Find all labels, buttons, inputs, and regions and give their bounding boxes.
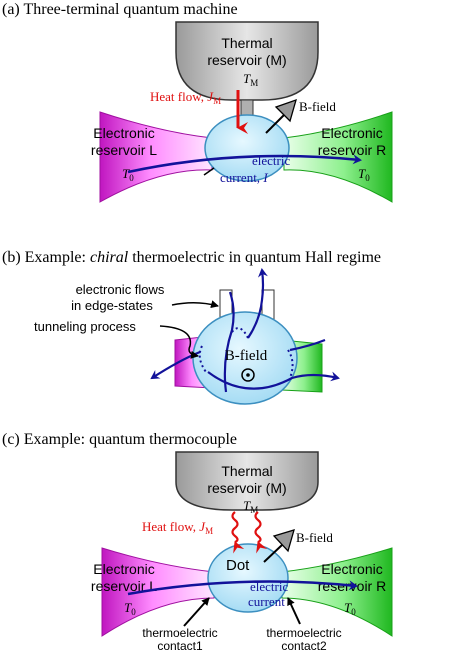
junction-mark-a bbox=[203, 167, 215, 176]
heat-flow-wave-1-c bbox=[231, 511, 245, 554]
edge-flow-2-b bbox=[247, 268, 268, 339]
bfield-dot-icon bbox=[246, 373, 250, 377]
reservoir-r-line1-c: Electronic bbox=[321, 561, 382, 577]
tunneling-dots-left-b bbox=[198, 345, 207, 373]
reservoir-r-temp-a: T0 bbox=[358, 166, 370, 183]
reservoir-l-line2-c: reservoir L bbox=[91, 578, 157, 594]
contact2-line2-c: contact2 bbox=[281, 639, 327, 653]
tunneling-dots-top-b bbox=[231, 327, 249, 339]
panel-c-title: (c) Example: quantum thermocouple bbox=[2, 431, 237, 448]
reservoir-r-line1-a: Electronic bbox=[321, 125, 382, 141]
reservoir-l-line2-a: reservoir L bbox=[91, 142, 157, 158]
bfield-pin-a bbox=[265, 114, 285, 134]
panel-b-title: (b) Example: chiral thermoelectric in qu… bbox=[2, 249, 381, 266]
current-arrow-c bbox=[127, 580, 358, 596]
thermal-reservoir-a bbox=[175, 21, 319, 101]
edge-states-line2-b: in edge-states bbox=[71, 298, 153, 313]
reservoir-l-temp-c: T0 bbox=[124, 600, 136, 617]
reservoir-l-line1-c: Electronic bbox=[93, 561, 154, 577]
reservoir-l-line1-a: Electronic bbox=[93, 125, 154, 141]
edge-flow-4-b bbox=[207, 371, 340, 390]
tunneling-dots-right-b bbox=[287, 349, 294, 379]
current-label-line2-c: current bbox=[248, 594, 285, 609]
edge-states-line1-b: electronic flows bbox=[76, 282, 165, 297]
thermal-temp-c: TM bbox=[243, 498, 258, 515]
contact1-line1-c: thermoelectric bbox=[142, 626, 217, 640]
panel-c: (c) Example: quantum thermocouple Therma… bbox=[2, 431, 393, 653]
panel-a-title: (a) Three-terminal quantum machine bbox=[2, 1, 238, 18]
dot-label-c: Dot bbox=[226, 557, 250, 574]
bfield-out-of-page-icon bbox=[241, 368, 255, 382]
bfield-cone-c bbox=[272, 529, 295, 553]
heat-flow-wave-2-c bbox=[254, 511, 268, 554]
bfield-label-b: B-field bbox=[225, 348, 268, 364]
contact1-pointer-c bbox=[183, 597, 210, 627]
tunneling-pointer-b bbox=[159, 325, 199, 359]
panel-a: (a) Three-terminal quantum machine Therm… bbox=[2, 1, 393, 203]
reservoir-r-line2-a: reservoir R bbox=[318, 142, 386, 158]
contact2-pointer-c bbox=[287, 597, 301, 625]
bfield-pin-c bbox=[263, 544, 283, 563]
heat-flow-label-c: Heat flow, JM bbox=[142, 519, 213, 536]
bfield-cone-a bbox=[274, 98, 297, 123]
edge-flow-5-b bbox=[289, 338, 326, 352]
current-label-line2-a: current, I bbox=[220, 170, 268, 185]
tunneling-label-b: tunneling process bbox=[34, 319, 136, 334]
bfield-label-c: B-field bbox=[296, 530, 333, 545]
thermal-label-line1-a: Thermal bbox=[221, 35, 272, 51]
thermal-reservoir-c bbox=[175, 451, 319, 511]
current-label-line1-a: electric bbox=[252, 153, 290, 168]
edge-states-pointer-b bbox=[171, 300, 219, 309]
contact1-line2-c: contact1 bbox=[157, 639, 203, 653]
dot-c bbox=[207, 543, 289, 613]
thermal-label-line2-c: reservoir (M) bbox=[207, 480, 286, 496]
heat-flow-label-a: Heat flow, JM bbox=[150, 89, 221, 106]
current-label-line1-c: electric bbox=[250, 579, 288, 594]
contact2-line1-c: thermoelectric bbox=[266, 626, 341, 640]
thermal-temp-a: TM bbox=[243, 71, 258, 88]
thermal-label-line1-c: Thermal bbox=[221, 463, 272, 479]
reservoir-l-temp-a: T0 bbox=[122, 166, 134, 183]
bfield-label-a: B-field bbox=[299, 99, 336, 114]
panel-b: (b) Example: chiral thermoelectric in qu… bbox=[2, 249, 381, 405]
thermal-label-line2-a: reservoir (M) bbox=[207, 52, 286, 68]
reservoir-r-temp-c: T0 bbox=[344, 600, 356, 617]
reservoir-r-c bbox=[281, 547, 393, 637]
edge-flow-1-b bbox=[223, 291, 235, 393]
current-arrow-a bbox=[127, 154, 362, 174]
reservoir-l-c bbox=[101, 547, 215, 637]
